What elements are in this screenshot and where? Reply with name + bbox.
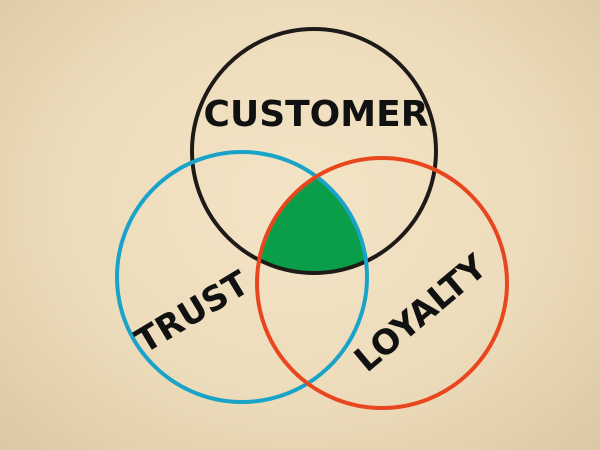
customer-circle (190, 27, 438, 275)
trust-circle (115, 150, 369, 404)
intersection-region (257, 158, 367, 273)
loyalty-label: LOYALTY (347, 247, 495, 381)
loyalty-circle (255, 156, 509, 410)
trust-label: TRUST (129, 263, 257, 362)
customer-label: CUSTOMER (204, 94, 429, 135)
